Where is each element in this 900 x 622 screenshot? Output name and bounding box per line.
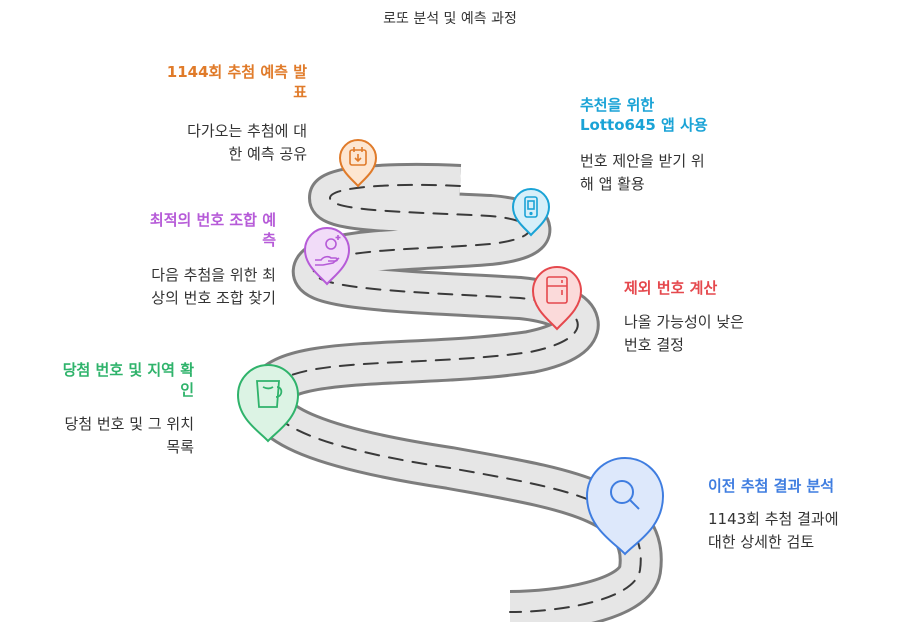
step-desc-line: 1143회 추첨 결과에: [708, 508, 839, 531]
step-desc-line: 대한 상세한 검토: [708, 531, 839, 554]
step-title-line: 측: [150, 230, 276, 250]
step-desc-line: 번호 제안을 받기 위: [580, 150, 705, 173]
step-title-line: 제외 번호 계산: [624, 278, 717, 298]
step-title-line: 1144회 추첨 예측 발: [167, 62, 307, 82]
step-title-line: 최적의 번호 조합 예: [150, 210, 276, 230]
step-desc-app: 번호 제안을 받기 위 해 앱 활용: [580, 150, 705, 196]
step-title-exclusion: 제외 번호 계산: [624, 278, 717, 298]
step-desc-line: 해 앱 활용: [580, 173, 705, 196]
step-desc-line: 상의 번호 조합 찾기: [151, 287, 276, 310]
step-title-prediction: 1144회 추첨 예측 발 표: [167, 62, 307, 102]
step-title-winning: 당첨 번호 및 지역 확 인: [63, 360, 194, 400]
step-title-line: 이전 추첨 결과 분석: [708, 476, 834, 496]
step-title-line: 인: [63, 380, 194, 400]
step-desc-line: 다음 추첨을 위한 최: [151, 264, 276, 287]
step-desc-prediction: 다가오는 추첨에 대 한 예측 공유: [187, 120, 307, 166]
step-desc-line: 한 예측 공유: [187, 143, 307, 166]
step-title-combination: 최적의 번호 조합 예 측: [150, 210, 276, 250]
step-title-analysis: 이전 추첨 결과 분석: [708, 476, 834, 496]
step-desc-line: 번호 결정: [624, 334, 744, 357]
step-desc-winning: 당첨 번호 및 그 위치 목록: [65, 413, 194, 459]
step-desc-analysis: 1143회 추첨 결과에 대한 상세한 검토: [708, 508, 839, 554]
step-desc-combination: 다음 추첨을 위한 최 상의 번호 조합 찾기: [151, 264, 276, 310]
step-title-line: 추천을 위한: [580, 95, 708, 115]
step-desc-line: 목록: [65, 436, 194, 459]
step-title-app: 추천을 위한 Lotto645 앱 사용: [580, 95, 708, 135]
step-desc-line: 나올 가능성이 낮은: [624, 311, 744, 334]
step-title-line: 당첨 번호 및 지역 확: [63, 360, 194, 380]
step-desc-line: 당첨 번호 및 그 위치: [65, 413, 194, 436]
step-title-line: Lotto645 앱 사용: [580, 115, 708, 135]
step-desc-line: 다가오는 추첨에 대: [187, 120, 307, 143]
step-desc-exclusion: 나올 가능성이 낮은 번호 결정: [624, 311, 744, 357]
step-title-line: 표: [167, 82, 307, 102]
